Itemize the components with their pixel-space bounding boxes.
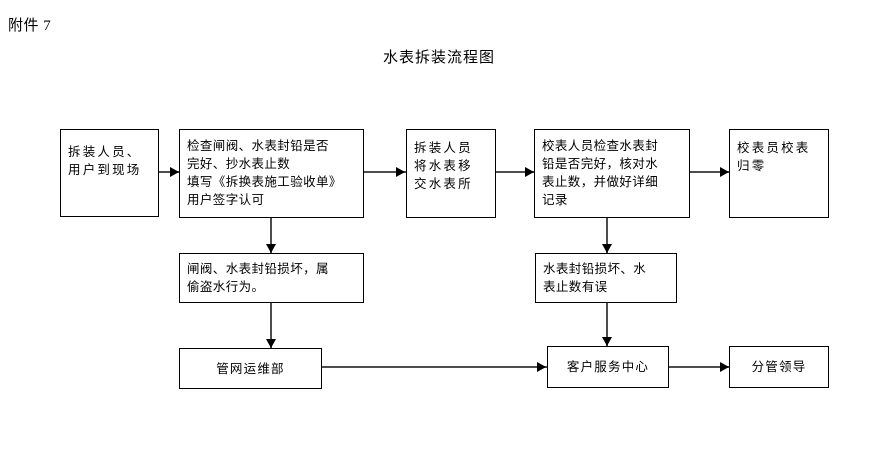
- arrowhead-n2-n6: [266, 244, 276, 253]
- arrowhead-n9-n10: [720, 362, 729, 372]
- arrowhead-n3-n4: [525, 167, 534, 177]
- arrowhead-n1-n2: [170, 167, 179, 177]
- node-seal-damage-water-theft[interactable]: 闸阀、水表封铅损坏，属 偷盗水行为。: [179, 253, 364, 303]
- arrowhead-n6-n8: [266, 339, 276, 348]
- arrowhead-n2-n3: [396, 167, 405, 177]
- node-customer-service-center[interactable]: 客户服务中心: [547, 346, 669, 388]
- attachment-label: 附件 7: [8, 18, 52, 34]
- node-calibrator-checks-meter[interactable]: 校表人员检查水表封 铅是否完好，核对水 表止数，并做好详细 记录: [534, 129, 690, 218]
- node-pipeline-maintenance-dept[interactable]: 管网运维部: [179, 348, 322, 389]
- connector-n7-n9: [606, 302, 608, 347]
- node-seal-damage-reading-error[interactable]: 水表封铅损坏、水 表止数有误: [535, 253, 677, 303]
- arrowhead-n4-n5: [720, 167, 729, 177]
- connector-n4-n5: [689, 171, 730, 173]
- connector-n9-n10: [668, 366, 730, 368]
- connector-n2-n6: [270, 217, 272, 254]
- connector-n2-n3: [363, 171, 407, 173]
- connector-n4-n7: [606, 217, 608, 254]
- node-supervising-leader[interactable]: 分管领导: [729, 346, 829, 388]
- connector-n8-n9: [321, 366, 547, 368]
- node-dispatch-staff-on-site[interactable]: 拆装人员、 用户到现场: [60, 129, 159, 217]
- node-inspect-valve-and-seal[interactable]: 检查闸阀、水表封铅是否 完好、抄水表止数 填写《拆换表施工验收单》 用户签字认可: [179, 129, 364, 218]
- arrowhead-n7-n9: [602, 337, 612, 346]
- node-transfer-meter-to-office[interactable]: 拆装人员 将水表移 交水表所: [406, 129, 496, 218]
- arrowhead-n8-n9: [537, 362, 546, 372]
- connector-n3-n4: [495, 171, 535, 173]
- page-title: 水表拆装流程图: [382, 50, 495, 66]
- connector-n1-n2: [158, 171, 181, 173]
- arrowhead-n4-n7: [602, 244, 612, 253]
- node-calibrator-resets-meter[interactable]: 校表员校表 归零: [729, 129, 829, 218]
- connector-n6-n8: [270, 302, 272, 349]
